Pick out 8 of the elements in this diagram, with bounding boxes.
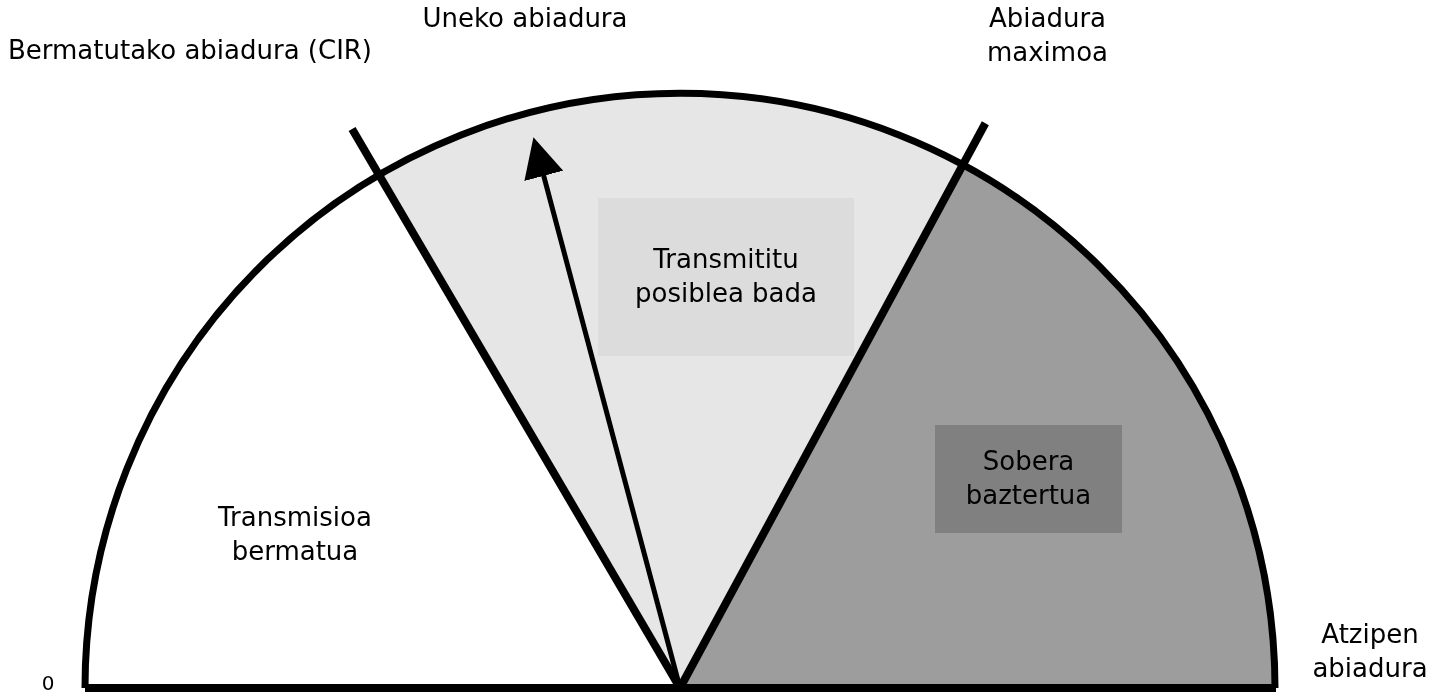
gauge-label: 0	[40, 670, 56, 696]
zone-box: Sobera baztertua	[935, 425, 1122, 533]
zone-box: Transmititu posiblea bada	[598, 198, 854, 356]
gauge-label: Abiadura maximoa	[985, 2, 1109, 69]
zone-text: Transmisioa bermatua	[200, 490, 390, 580]
gauge-label: Uneko abiadura	[421, 2, 629, 35]
gauge-label: Atzipen abiadura	[1311, 618, 1429, 685]
gauge-label: Bermatutako abiadura (CIR)	[6, 34, 374, 67]
